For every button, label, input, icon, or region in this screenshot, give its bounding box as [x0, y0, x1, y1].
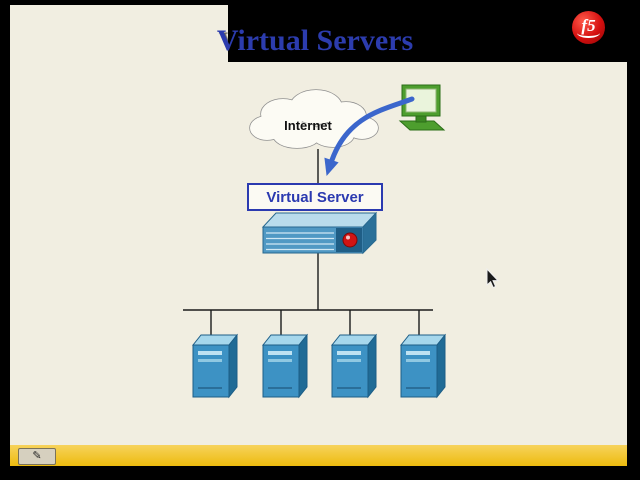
- slide[interactable]: [10, 5, 627, 466]
- bottom-bar: ✎: [10, 445, 627, 466]
- f5-logo: f5: [572, 11, 605, 44]
- top-banner: [228, 0, 640, 62]
- virtual-server-label: Virtual Server: [266, 188, 364, 206]
- internet-label: Internet: [284, 118, 332, 133]
- f5-logo-text: f5: [581, 15, 596, 35]
- pen-icon: ✎: [32, 450, 42, 462]
- slide-title: Virtual Servers: [216, 24, 414, 57]
- annotation-toolbar-button[interactable]: ✎: [18, 448, 56, 465]
- virtual-server-box: Virtual Server: [247, 183, 383, 211]
